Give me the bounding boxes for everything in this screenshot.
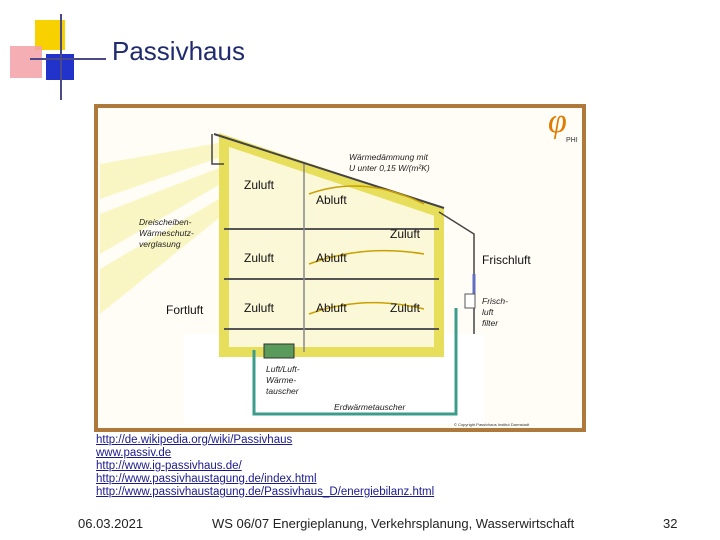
phi-logo-icon: φ: [548, 104, 567, 140]
label-waerme-1: Luft/Luft-: [266, 364, 300, 374]
air-arrow: [308, 301, 425, 315]
label-verglasung-3: verglasung: [139, 239, 181, 249]
label-waerme-3: tauscher: [266, 386, 300, 396]
link-ig-passivhaus[interactable]: http://www.ig-passivhaus.de/: [96, 460, 242, 472]
label-erdwaermetauscher: Erdwärmetauscher: [334, 402, 407, 412]
label-zuluft-low: Zuluft: [244, 301, 275, 315]
label-abluft-mid: Abluft: [316, 251, 347, 265]
label-zuluft-mid: Zuluft: [244, 251, 275, 265]
diagram-svg: φ PHI Wärmedämmung mit U unter 0,15 W/(m…: [94, 103, 586, 432]
vertical-line: [60, 14, 62, 100]
label-abluft-top: Abluft: [316, 193, 347, 207]
ground-heat-duct: [252, 308, 458, 416]
label-zuluft-low-right: Zuluft: [390, 301, 421, 315]
red-square: [10, 46, 42, 78]
heat-exchanger-box: [263, 343, 295, 359]
label-verglasung-1: Dreischeiben-: [139, 217, 192, 227]
label-daemmung-2: U unter 0,15 W/(m²K): [349, 163, 430, 173]
passivhaus-diagram: φ PHI Wärmedämmung mit U unter 0,15 W/(m…: [94, 103, 586, 432]
copyright-text: © Copyright Passivhaus Institut Darmstad…: [454, 422, 530, 427]
label-daemmung-1: Wärmedämmung mit: [349, 152, 429, 162]
phi-logo-text: PHI: [566, 137, 578, 144]
footer-text: WS 06/07 Energieplanung, Verkehrsplanung…: [212, 516, 575, 531]
link-list: http://de.wikipedia.org/wiki/Passivhaus …: [96, 434, 434, 499]
label-zuluft-right: Zuluft: [390, 227, 421, 241]
building-insulation: [219, 133, 444, 357]
air-arrow: [308, 249, 425, 265]
balcony: [211, 134, 224, 165]
sun-ray: [100, 166, 224, 254]
label-filter-3: filter: [482, 318, 499, 328]
corner-decoration: [0, 0, 110, 110]
label-filter-2: luft: [482, 307, 494, 317]
label-frischluft: Frischluft: [482, 253, 531, 267]
label-fortluft: Fortluft: [166, 303, 204, 317]
label-waerme-2: Wärme-: [266, 375, 296, 385]
label-zuluft-top: Zuluft: [244, 178, 275, 192]
page-number: 32: [663, 516, 678, 531]
sun-ray: [100, 142, 224, 199]
label-filter-1: Frisch-: [482, 296, 508, 306]
footer-date: 06.03.2021: [78, 516, 144, 531]
link-passivhaustagung-index[interactable]: http://www.passivhaustagung.de/index.htm…: [96, 473, 317, 485]
label-verglasung-2: Wärmeschutz-: [139, 228, 194, 238]
link-passiv-de[interactable]: www.passiv.de: [96, 447, 172, 459]
link-wikipedia[interactable]: http://de.wikipedia.org/wiki/Passivhaus: [96, 434, 293, 446]
label-abluft-low: Abluft: [316, 301, 347, 315]
air-arrow: [308, 185, 425, 205]
link-passivhaustagung-energiebilanz[interactable]: http://www.passivhaustagung.de/Passivhau…: [96, 486, 435, 498]
horizontal-line: [30, 58, 106, 60]
filter-box: [464, 293, 476, 309]
sun-ray: [100, 196, 224, 314]
slide-title: Passivhaus: [112, 36, 245, 66]
